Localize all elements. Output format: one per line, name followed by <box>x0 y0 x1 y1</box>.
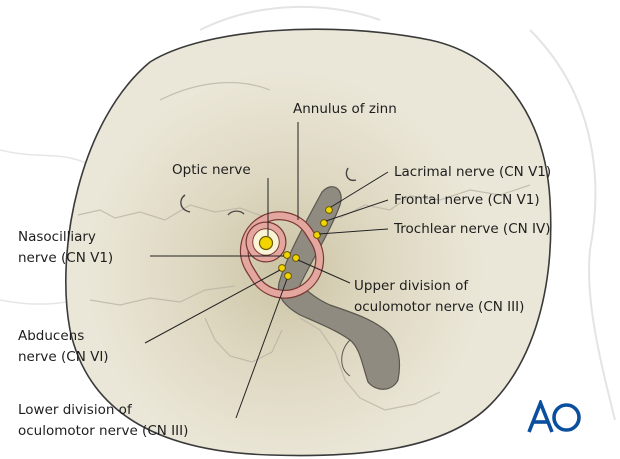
label-upper-oculomotor-line2: oculomotor nerve (CN III) <box>354 299 525 315</box>
label-frontal-nerve: Frontal nerve (CN V1) <box>394 192 540 208</box>
lower-oculomotor-dot <box>284 272 292 280</box>
label-lacrimal-nerve: Lacrimal nerve (CN V1) <box>394 164 552 180</box>
label-abducens-line1: Abducens <box>18 328 85 344</box>
label-nasociliary-nerve: Nasocilliary nerve (CN V1) <box>18 227 113 269</box>
leader-abducens <box>144 269 281 344</box>
label-lower-oculomotor: Lower division of oculomotor nerve (CN I… <box>18 400 188 442</box>
supraorbital-notch <box>180 194 191 213</box>
nasociliary-nerve-dot <box>283 251 291 259</box>
leader-upper-oculomotor <box>297 259 351 284</box>
label-abducens-line2: nerve (CN VI) <box>18 349 109 365</box>
frontal-nerve-dot <box>320 219 328 227</box>
leader-lacrimal <box>330 171 389 208</box>
leader-frontal <box>325 199 389 222</box>
abducens-nerve-dot <box>278 264 286 272</box>
upper-oculomotor-dot <box>292 254 300 262</box>
bone-sutures <box>77 82 531 411</box>
annulus-of-zinn <box>239 211 325 299</box>
foramen-notch <box>345 167 357 182</box>
ao-logo <box>527 400 581 433</box>
leader-lower-oculomotor <box>235 278 288 419</box>
inferior-fissure-tail <box>341 339 351 377</box>
label-upper-oculomotor-line1: Upper division of <box>354 278 469 294</box>
lacrimal-nerve-dot <box>325 206 333 214</box>
ethmoidal-foramen <box>227 210 245 216</box>
trochlear-nerve-dot <box>313 231 321 239</box>
label-lower-oculomotor-line1: Lower division of <box>18 402 132 418</box>
label-nasociliary-line2: nerve (CN V1) <box>18 250 114 266</box>
label-lower-oculomotor-line2: oculomotor nerve (CN III) <box>18 423 189 439</box>
background-skull-contour <box>529 29 616 421</box>
background-skull-contour <box>199 5 381 31</box>
background-skull-contour <box>0 149 91 166</box>
label-nasociliary-line1: Nasocilliary <box>18 229 96 245</box>
label-abducens-nerve: Abducens nerve (CN VI) <box>18 326 109 368</box>
label-optic-nerve: Optic nerve <box>172 162 251 178</box>
label-annulus-of-zinn: Annulus of zinn <box>293 101 397 117</box>
leader-lines <box>144 122 389 419</box>
leader-trochlear <box>318 228 389 235</box>
label-trochlear-nerve: Trochlear nerve (CN IV) <box>394 221 551 237</box>
label-upper-oculomotor: Upper division of oculomotor nerve (CN I… <box>354 276 524 318</box>
optic-nerve-dot <box>258 235 274 251</box>
optic-canal-ring <box>245 221 287 263</box>
